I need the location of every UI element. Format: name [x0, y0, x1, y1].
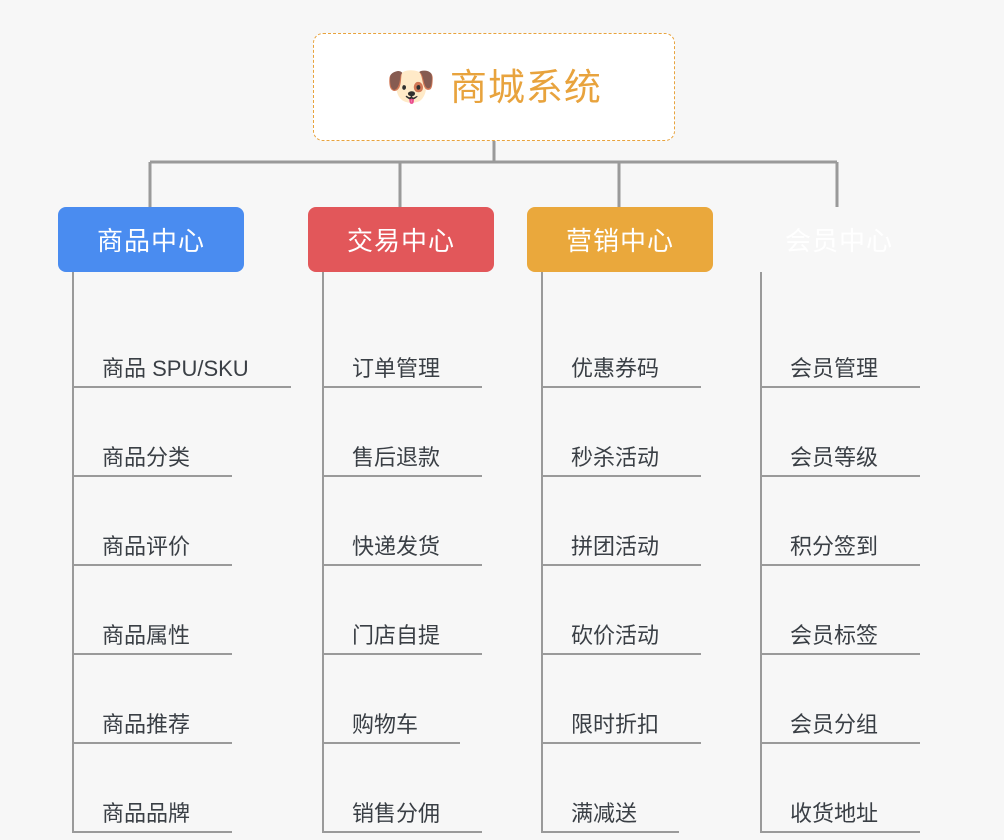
- list-item[interactable]: 秒杀活动: [543, 388, 713, 477]
- category-header-label: 营销中心: [565, 226, 674, 256]
- category-header-3[interactable]: 会员中心: [746, 207, 932, 272]
- category-header-label: 交易中心: [346, 226, 455, 256]
- leaf-label: 收货地址: [762, 801, 921, 833]
- leaf-label: 销售分佣: [324, 801, 483, 833]
- list-item[interactable]: 售后退款: [324, 388, 494, 477]
- list-item[interactable]: 会员管理: [762, 299, 932, 388]
- list-item[interactable]: 会员等级: [762, 388, 932, 477]
- list-item[interactable]: 会员分组: [762, 655, 932, 744]
- category-column-商品中心: 商品中心 商品 SPU/SKU 商品分类 商品评价 商品属性 商品推荐 商品品牌: [58, 207, 291, 833]
- list-item[interactable]: 收货地址: [762, 744, 932, 833]
- root-node[interactable]: 🐶 商城系统: [313, 33, 675, 141]
- leaf-label: 拼团活动: [543, 534, 702, 566]
- list-item[interactable]: 商品推荐: [74, 655, 244, 744]
- category-header-1[interactable]: 交易中心: [308, 207, 494, 272]
- leaf-label: 会员分组: [762, 712, 921, 744]
- list-item[interactable]: 商品分类: [74, 388, 244, 477]
- list-item[interactable]: 砍价活动: [543, 566, 713, 655]
- list-item[interactable]: 商品品牌: [74, 744, 244, 833]
- leaf-list-3: 会员管理 会员等级 积分签到 会员标签 会员分组 收货地址: [760, 272, 932, 833]
- leaf-label: 商品评价: [74, 534, 233, 566]
- list-item[interactable]: 商品属性: [74, 566, 244, 655]
- leaf-label: 积分签到: [762, 534, 921, 566]
- leaf-list-1: 订单管理 售后退款 快递发货 门店自提 购物车 销售分佣: [322, 272, 494, 833]
- leaf-label: 会员标签: [762, 623, 921, 655]
- leaf-label: 商品属性: [74, 623, 233, 655]
- list-item[interactable]: 销售分佣: [324, 744, 494, 833]
- list-item[interactable]: 会员标签: [762, 566, 932, 655]
- list-item[interactable]: 拼团活动: [543, 477, 713, 566]
- category-header-0[interactable]: 商品中心: [58, 207, 244, 272]
- leaf-label: 秒杀活动: [543, 445, 702, 477]
- leaf-label: 限时折扣: [543, 712, 702, 744]
- leaf-list-2: 优惠券码 秒杀活动 拼团活动 砍价活动 限时折扣 满减送: [541, 272, 713, 833]
- list-item[interactable]: 积分签到: [762, 477, 932, 566]
- leaf-label: 购物车: [324, 712, 461, 744]
- leaf-label: 快递发货: [324, 534, 483, 566]
- leaf-label: 会员等级: [762, 445, 921, 477]
- list-item[interactable]: 商品 SPU/SKU: [74, 299, 291, 388]
- leaf-label: 订单管理: [324, 356, 483, 388]
- list-item[interactable]: 限时折扣: [543, 655, 713, 744]
- leaf-label: 会员管理: [762, 356, 921, 388]
- leaf-label: 优惠券码: [543, 356, 702, 388]
- leaf-label: 商品 SPU/SKU: [74, 356, 291, 388]
- list-item[interactable]: 门店自提: [324, 566, 494, 655]
- list-item[interactable]: 满减送: [543, 744, 713, 833]
- leaf-label: 门店自提: [324, 623, 483, 655]
- category-column-营销中心: 营销中心 优惠券码 秒杀活动 拼团活动 砍价活动 限时折扣 满减送: [527, 207, 713, 833]
- leaf-label: 砍价活动: [543, 623, 702, 655]
- leaf-label: 商品分类: [74, 445, 233, 477]
- category-column-交易中心: 交易中心 订单管理 售后退款 快递发货 门店自提 购物车 销售分佣: [308, 207, 494, 833]
- leaf-list-0: 商品 SPU/SKU 商品分类 商品评价 商品属性 商品推荐 商品品牌: [72, 272, 291, 833]
- category-header-2[interactable]: 营销中心: [527, 207, 713, 272]
- category-header-label: 商品中心: [96, 226, 205, 256]
- list-item[interactable]: 商品评价: [74, 477, 244, 566]
- leaf-label: 商品推荐: [74, 712, 233, 744]
- list-item[interactable]: 优惠券码: [543, 299, 713, 388]
- list-item[interactable]: 购物车: [324, 655, 494, 744]
- list-item[interactable]: 订单管理: [324, 299, 494, 388]
- leaf-label: 商品品牌: [74, 801, 233, 833]
- category-header-label: 会员中心: [784, 226, 893, 256]
- leaf-label: 满减送: [543, 801, 680, 833]
- root-title: 商城系统: [449, 66, 602, 108]
- leaf-label: 售后退款: [324, 445, 483, 477]
- shiba-dog-face-icon: 🐶: [386, 65, 436, 109]
- list-item[interactable]: 快递发货: [324, 477, 494, 566]
- category-column-会员中心: 会员中心 会员管理 会员等级 积分签到 会员标签 会员分组 收货地址: [746, 207, 932, 833]
